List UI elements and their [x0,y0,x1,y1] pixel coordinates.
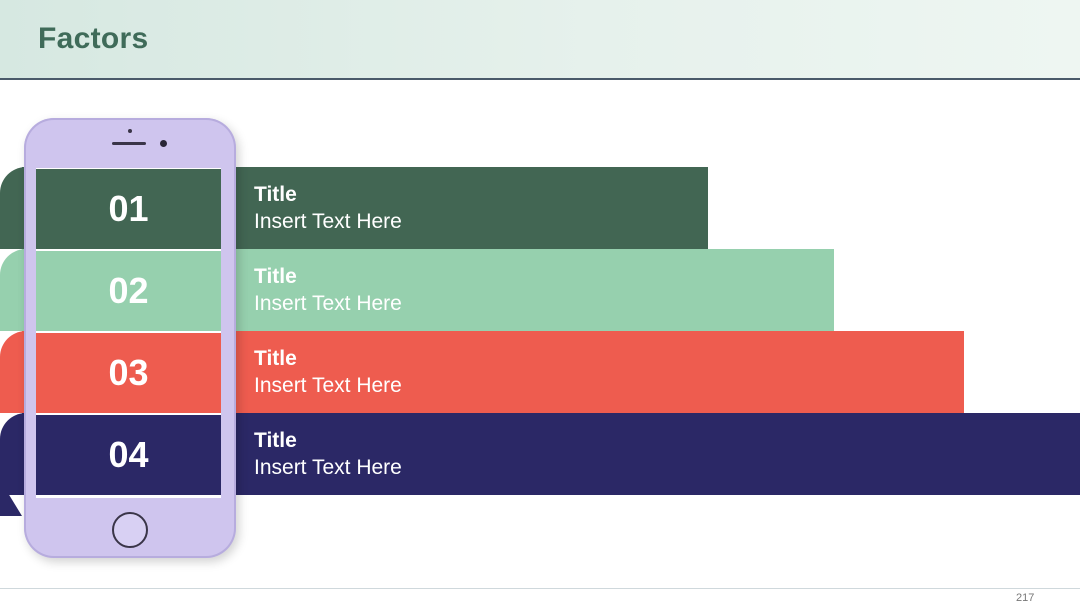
factor-number-01: 01 [36,169,221,249]
factor-title-02: Title [254,265,297,288]
factor-text-03: Insert Text Here [254,374,402,397]
factor-title-04: Title [254,429,297,452]
band-tail [0,480,22,516]
factor-title-03: Title [254,347,297,370]
phone-home-button-icon [112,512,148,548]
factor-text-02: Insert Text Here [254,292,402,315]
factor-text-01: Insert Text Here [254,210,402,233]
slide-header: Factors [0,0,1080,80]
footer-divider [0,588,1080,589]
factor-title-01: Title [254,183,297,206]
phone-speaker [112,142,146,145]
slide-title: Factors [38,22,149,55]
phone-camera [160,140,167,147]
factor-text-04: Insert Text Here [254,456,402,479]
page-number: 217 [1016,592,1035,604]
factor-number-03: 03 [36,333,221,413]
phone-sensor-dot [128,129,132,133]
factor-number-04: 04 [36,415,221,495]
factor-number-02: 02 [36,251,221,331]
